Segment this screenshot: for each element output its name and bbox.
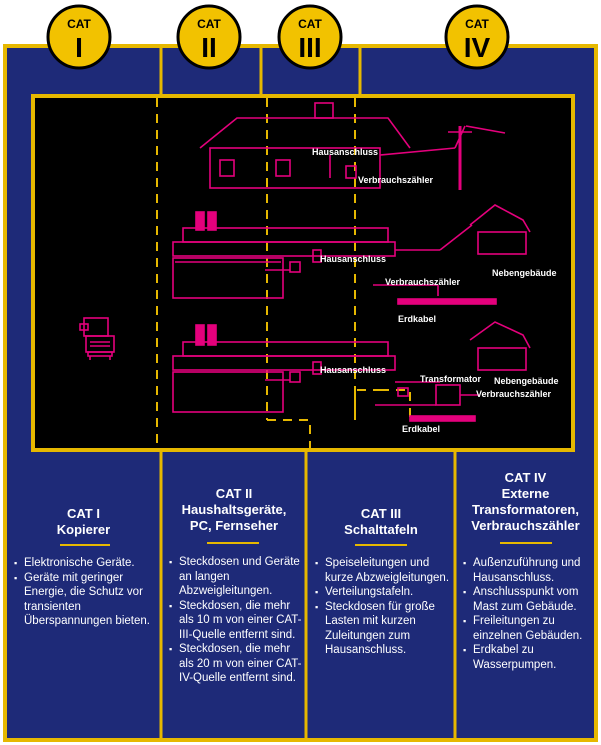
cat-2-bullets: Steckdosen und Geräte an langen Abzweigl… [169, 555, 303, 686]
badge-cat-2-top: CAT [197, 17, 221, 31]
category-boundaries [156, 98, 445, 448]
cat-1-bullet: Elektronische Geräte. [14, 556, 156, 571]
cat-3-bullet: Speiseleitungen und kurze Abzweigleitung… [315, 556, 453, 585]
diagram-area [31, 94, 575, 452]
cat-2-title-line-1: CAT II [215, 486, 253, 501]
cat-3-title-line-2: Schalttafeln [344, 522, 418, 537]
label-nebengebaeude-2: Nebengebäude [494, 376, 559, 386]
cat-2-bullet: Steckdosen und Geräte an langen Abzweigl… [169, 555, 303, 599]
cat-3-bullet: Steckdosen für große Lasten mit kurzen Z… [315, 600, 453, 658]
cat-2-title-line-2: Haushaltsgeräte, [181, 502, 287, 517]
label-hausanschluss-3: Hausanschluss [320, 365, 386, 375]
cat-4-title-line-4: Verbrauchszähler [471, 518, 580, 533]
cat-4-title-line-3: Transformatoren, [472, 502, 579, 517]
cat-1-title: CAT I Kopierer [8, 506, 159, 538]
cat-2-bullet: Steckdosen, die mehr als 10 m von einer … [169, 599, 303, 643]
cat-3-title-line-1: CAT III [360, 506, 402, 521]
label-nebengebaeude-1: Nebengebäude [492, 268, 557, 278]
label-verbrauchszaehler-3: Verbrauchszähler [476, 389, 552, 399]
cat-4-bullet: Anschlusspunkt vom Mast zum Gebäude. [463, 585, 595, 614]
cat-2-rule [207, 542, 259, 544]
badge-cat-2: CAT II [176, 4, 242, 70]
cat-4-bullets: Außenzuführung und Hausanschluss. Anschl… [463, 556, 595, 672]
badge-cat-4-top: CAT [465, 17, 489, 31]
cat-1-title-line-2: Kopierer [56, 522, 111, 537]
badge-cat-3-top: CAT [298, 17, 322, 31]
badge-cat-3: CAT III [277, 4, 343, 70]
cat-4-bullet: Außenzuführung und Hausanschluss. [463, 556, 595, 585]
label-hausanschluss-2: Hausanschluss [320, 254, 386, 264]
badge-cat-1-roman: I [75, 32, 83, 63]
badge-cat-4-roman: IV [464, 32, 491, 63]
badge-cat-1: CAT I [46, 4, 112, 70]
label-transformator: Transformator [420, 374, 482, 384]
cat-2-bullet: Steckdosen, die mehr als 20 m von einer … [169, 642, 303, 686]
label-erdkabel-2: Erdkabel [402, 424, 440, 434]
badge-cat-3-roman: III [298, 32, 321, 63]
badge-cat-2-roman: II [201, 32, 217, 63]
cat-4-title-line-2: Externe [501, 486, 550, 501]
label-erdkabel-1: Erdkabel [398, 314, 436, 324]
cat-2-title: CAT II Haushaltsgeräte, PC, Fernseher [163, 486, 305, 534]
cat-1-bullets: Elektronische Geräte. Geräte mit geringe… [14, 556, 156, 629]
label-hausanschluss-1: Hausanschluss [312, 147, 378, 157]
buildings [79, 102, 531, 422]
cat-4-bullet: Freileitungen zu einzelnen Gebäuden. [463, 614, 595, 643]
cat-4-title: CAT IV Externe Transformatoren, Verbrauc… [457, 470, 594, 534]
cat-3-title: CAT III Schalttafeln [308, 506, 454, 538]
cat-4-rule [500, 542, 552, 544]
cat-3-rule [355, 544, 407, 546]
label-verbrauchszaehler-2: Verbrauchszähler [385, 277, 461, 287]
cat-2-title-line-3: PC, Fernseher [189, 518, 279, 533]
cat-1-rule [60, 544, 110, 546]
cat-3-bullets: Speiseleitungen und kurze Abzweigleitung… [315, 556, 453, 658]
cat-4-bullet: Erdkabel zu Wasserpumpen. [463, 643, 595, 672]
cat-1-title-line-1: CAT I [67, 506, 100, 521]
cat-1-bullet: Geräte mit geringer Energie, die Schutz … [14, 571, 156, 629]
label-verbrauchszaehler-1: Verbrauchszähler [358, 175, 434, 185]
cat-4-title-line-1: CAT IV [504, 470, 547, 485]
badge-cat-4: CAT IV [444, 4, 510, 70]
cat-3-bullet: Verteilungstafeln. [315, 585, 453, 600]
badge-cat-1-top: CAT [67, 17, 91, 31]
